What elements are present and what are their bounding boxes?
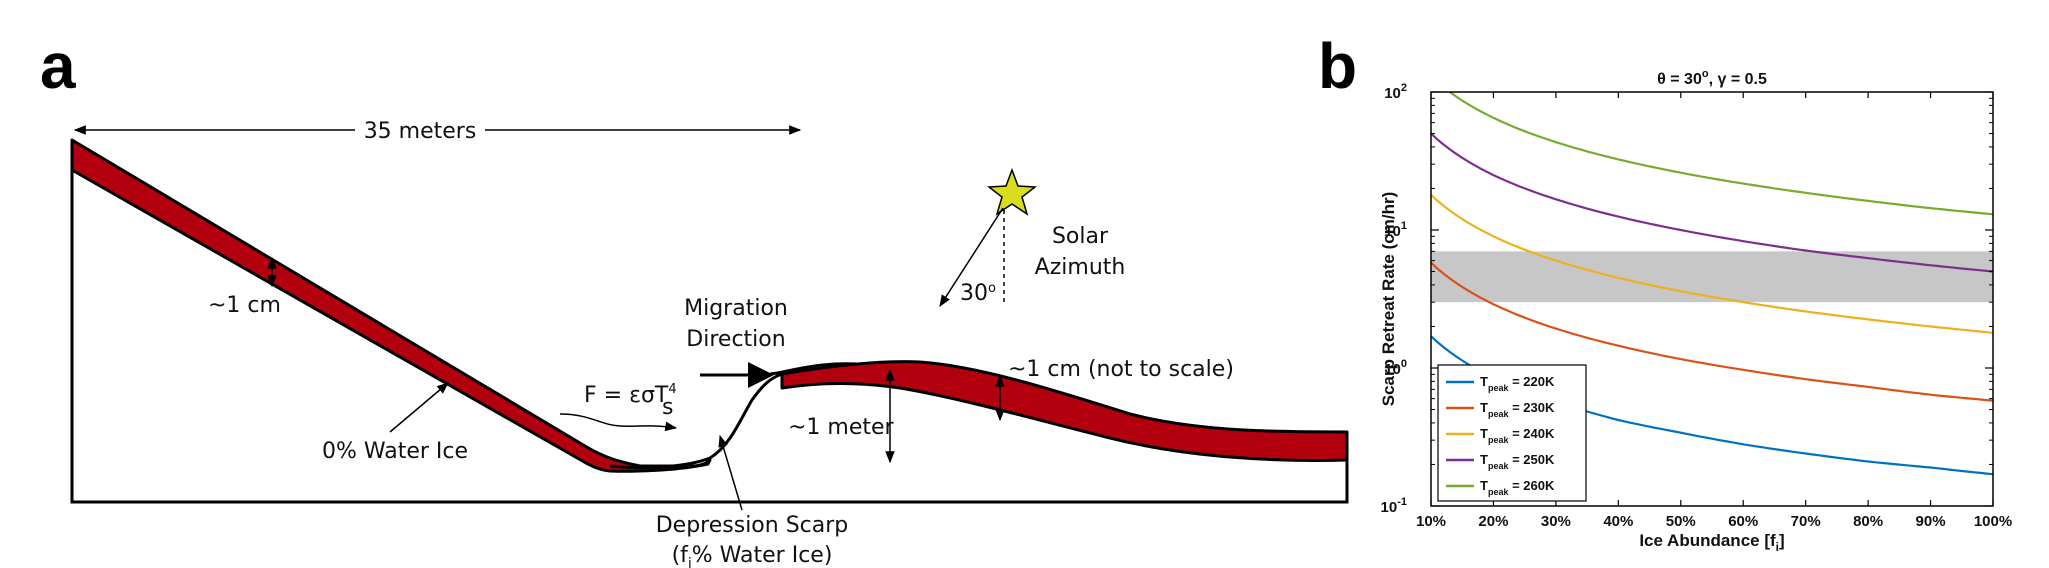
right-thickness-label: ~1 cm (not to scale) xyxy=(1008,357,1234,382)
thickness-label: ~1 cm xyxy=(208,293,281,318)
flux-wavy-arrow xyxy=(559,413,678,432)
water-ice-pointer xyxy=(389,382,449,433)
legend-entry: Tpeak = 240K xyxy=(1480,426,1555,445)
series-line-3 xyxy=(1431,193,1993,334)
y-tick-label: 102 xyxy=(1384,82,1407,102)
panel-b: b θ = 30o, γ = 0.5 10% 20% 30% 40% 50% 60% 70%… xyxy=(1318,30,2012,554)
water-ice-label: 0% Water Ice xyxy=(322,439,468,464)
x-tick-label: 20% xyxy=(1478,513,1508,530)
migration-label-line2: Direction xyxy=(686,327,785,352)
solar-label-line2: Azimuth xyxy=(1035,255,1126,280)
left-deposit-layer xyxy=(70,138,712,473)
x-tick-label: 10% xyxy=(1416,513,1446,530)
panel-b-letter: b xyxy=(1318,30,1357,102)
length-label: 35 meters xyxy=(364,119,477,144)
legend-entry: Tpeak = 220K xyxy=(1480,374,1555,393)
legend-entry: Tpeak = 260K xyxy=(1480,478,1555,497)
flux-subscript: s xyxy=(662,395,673,420)
x-tick-label: 90% xyxy=(1916,513,1946,530)
slope-deposit-layer xyxy=(72,140,682,471)
scarp-label-line1: Depression Scarp xyxy=(656,513,849,538)
legend-entry: Tpeak = 250K xyxy=(1480,452,1555,471)
scarp-label-line2: (fi% Water Ice) xyxy=(672,543,833,568)
angle-label: 30o xyxy=(960,281,996,306)
y-tick-label: 101 xyxy=(1384,220,1407,240)
observed-rate-band xyxy=(1431,251,1993,303)
star-icon xyxy=(986,167,1038,216)
flux-label: F = εσT4 xyxy=(584,382,677,408)
x-tick-label: 30% xyxy=(1541,513,1571,530)
series-line-5 xyxy=(1447,92,1993,216)
y-axis-label: Scarp Retreat Rate (cm/hr) xyxy=(1379,192,1398,406)
scarp-pointer xyxy=(718,434,743,511)
right-deposit-layer xyxy=(780,360,1349,462)
x-axis-label: Ice Abundance [fi] xyxy=(1639,531,1784,554)
migration-arrow-head xyxy=(748,362,774,388)
x-tick-label: 50% xyxy=(1666,513,1696,530)
plot-frame xyxy=(1430,91,1994,507)
panel-a-letter: a xyxy=(40,30,76,102)
migration-label-line1: Migration xyxy=(684,296,788,321)
legend-entry: Tpeak = 230K xyxy=(1480,400,1555,419)
x-tick-label: 100% xyxy=(1974,513,2012,530)
chart-title: θ = 30o, γ = 0.5 xyxy=(1657,68,1767,88)
series-line-4 xyxy=(1431,132,1993,273)
y-tick-label: 100 xyxy=(1384,358,1407,378)
sun-ray-arrow xyxy=(939,207,1004,308)
height-label: ~1 meter xyxy=(788,415,895,440)
y-tick-label: 10-1 xyxy=(1381,496,1407,516)
x-tick-label: 40% xyxy=(1603,513,1633,530)
x-tick-label: 60% xyxy=(1728,513,1758,530)
x-tick-label: 80% xyxy=(1853,513,1883,530)
series-line-2 xyxy=(1431,261,1993,402)
panel-a: a 35 meters ~1 cm 0% Water Ice F = εσT4 … xyxy=(40,30,1349,568)
solar-label-line1: Solar xyxy=(1052,224,1109,249)
x-tick-label: 70% xyxy=(1791,513,1821,530)
